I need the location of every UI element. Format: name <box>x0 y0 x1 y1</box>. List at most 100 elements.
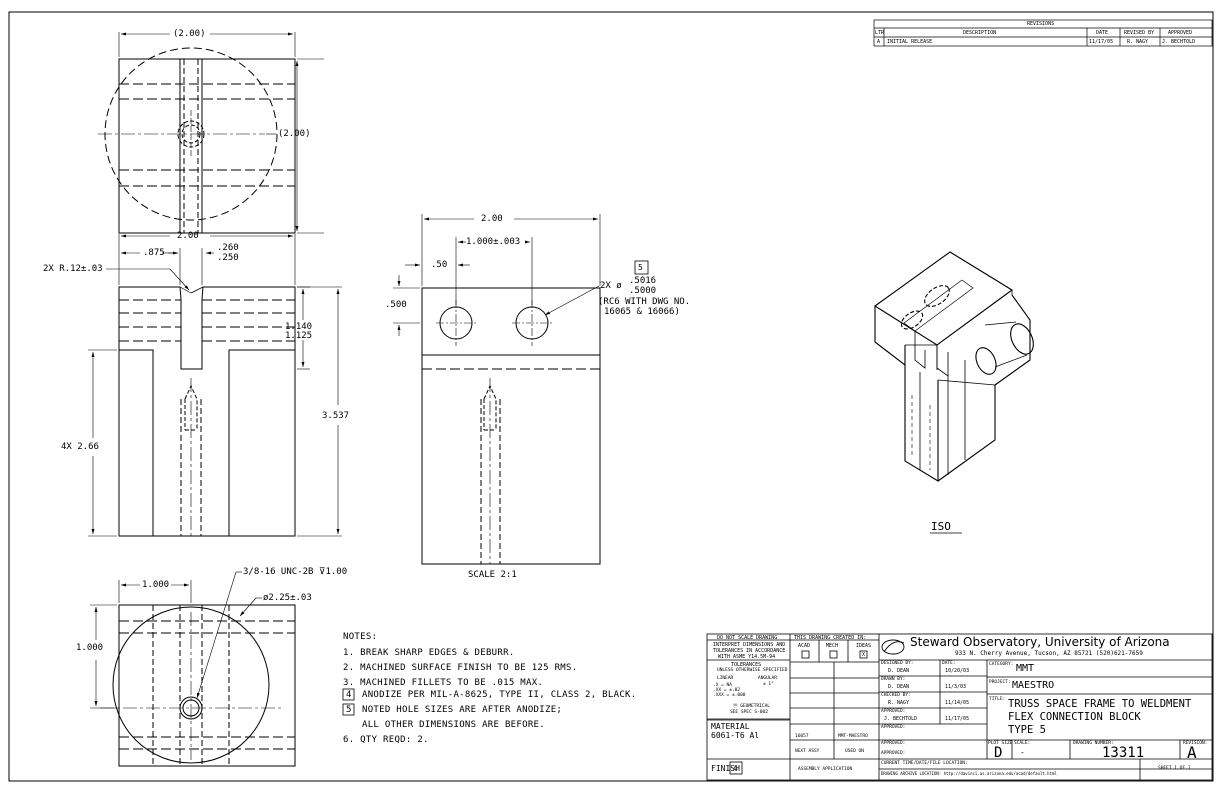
tb-acad: ACAD <box>798 643 811 649</box>
tb-mech: MECH <box>826 643 839 649</box>
tb-checked-label: CHECKED BY: <box>881 693 911 698</box>
tb-tol-angular-value: ± 1° <box>763 682 774 687</box>
tb-approved4-label: APPROVED: <box>881 751 906 756</box>
tb-created-in: THIS DRAWING CREATED IN: <box>794 635 867 641</box>
tb-interpret-1: INTERPRET DIMENSIONS AND <box>713 642 786 648</box>
tb-designed-by: D. DEAN <box>888 668 910 674</box>
revisions-table <box>873 19 1213 47</box>
tb-title-3: TYPE 5 <box>1008 724 1046 736</box>
rev-header-desc: DESCRIPTION <box>963 30 997 36</box>
dim-front-width: 2.00 <box>177 231 199 241</box>
dim-side-500: .500 <box>385 300 407 310</box>
dim-hole-lower: .5000 <box>629 286 657 296</box>
tb-tol-linear: LINEAR <box>717 676 734 681</box>
tb-used-on: USED ON <box>845 749 864 754</box>
title-block <box>706 633 1213 781</box>
tb-material-value: 6061-T6 Al <box>711 731 760 740</box>
rev-header-ltr: LTR <box>875 30 885 36</box>
tb-title-label: TITLE: <box>989 697 1006 702</box>
tb-checked-by: R. NAGY <box>888 700 910 706</box>
note-5-flag: 5 <box>346 705 352 715</box>
tb-assy-used: MMT-MAESTRO <box>838 734 868 739</box>
note-4-flag: 4 <box>346 690 352 700</box>
dim-bottom-1000-vertical: 1.000 <box>76 643 104 653</box>
tb-org: Steward Observatory, University of Arizo… <box>910 635 1170 649</box>
tb-designed-label: DESIGNED BY: <box>881 661 914 666</box>
dim-266: 4X 2.66 <box>61 442 99 452</box>
tb-plot-size-label: PLOT SIZE <box>988 741 1013 746</box>
tb-assembly-app: ASSEMBLY APPLICATION <box>798 767 853 772</box>
tb-approved-date: 11/17/05 <box>945 716 970 722</box>
bottom-view <box>90 571 296 767</box>
dim-slot-upper: .260 <box>217 243 239 253</box>
iso-view <box>874 251 1034 534</box>
tb-finish-label: FINISH <box>711 764 740 773</box>
side-view-scale: SCALE 2:1 <box>468 570 517 580</box>
rev-header-date: DATE <box>1096 30 1109 36</box>
dim-hole-note-1: (RC6 WITH DWG NO. <box>598 297 691 307</box>
dim-875: .875 <box>143 248 165 258</box>
note-1: 1. BREAK SHARP EDGES & DEBURR. <box>343 648 515 658</box>
tb-tol-sub: UNLESS OTHERWISE SPECIFIED <box>717 668 788 673</box>
dim-slot-lower: .250 <box>217 253 239 263</box>
tb-date-label: DATE: <box>942 661 956 666</box>
tb-dwg-no-label: DRAWING NUMBER: <box>1073 741 1114 746</box>
top-view <box>98 32 324 234</box>
dim-hole-prefix: 2X ø <box>600 281 622 291</box>
tb-approved2-label: APPROVED: <box>881 725 906 730</box>
tb-checked-date: 11/14/05 <box>945 700 970 706</box>
rev-row-approved: J. BECHTOLD <box>1162 39 1196 45</box>
tb-archive: DRAWING ARCHIVE LOCATION: http://davinci… <box>881 771 1057 776</box>
tb-file-location: CURRENT TIME/DATE/FILE LOCATION: <box>881 761 968 766</box>
tb-drawn-date: 11/3/03 <box>945 684 967 690</box>
tb-designed-date: 10/20/03 <box>945 668 970 674</box>
tb-tol-x: .X = NA <box>713 683 732 688</box>
tb-ideas: IDEAS <box>856 643 872 649</box>
tb-category: MMT <box>1016 663 1035 674</box>
dim-side-spacing: 1.000±.003 <box>466 237 521 247</box>
tb-rev-label: REVISION: <box>1183 741 1208 746</box>
note-2: 2. MACHINED SURFACE FINISH TO BE 125 RMS… <box>343 663 578 673</box>
tb-tol-xxx: .XXX = ±.008 <box>713 693 746 698</box>
tb-next-assy: NEXT ASSY <box>795 749 820 754</box>
front-view <box>88 234 342 537</box>
tb-rev: A <box>1187 743 1197 762</box>
tb-material-label: MATERIAL <box>711 722 750 731</box>
note-4: ANODIZE PER MIL-A-8625, TYPE II, CLASS 2… <box>362 690 637 700</box>
tb-plot-size: D <box>994 745 1003 761</box>
tb-tol-xx: .XX = ±.02 <box>713 688 741 693</box>
dim-bottom-1000-horizontal: 1.000 <box>142 580 170 590</box>
note-3: 3. MACHINED FILLETS TO BE .015 MAX. <box>343 678 544 688</box>
tb-sheet: SHEET 1 OF 1 <box>1158 766 1191 771</box>
dim-1125: 1.125 <box>285 331 313 341</box>
note-5: NOTED HOLE SIZES ARE AFTER ANODIZE; <box>362 705 563 715</box>
tb-dwg-no: 13311 <box>1102 745 1145 761</box>
notes-title: NOTES: <box>343 632 378 642</box>
tb-drawn-by: D. DEAN <box>888 684 910 690</box>
tb-title-1: TRUSS SPACE FRAME TO WELDMENT <box>1008 698 1192 710</box>
dim-side-50: .50 <box>431 260 448 270</box>
rev-row-desc: INITIAL RELEASE <box>887 39 933 45</box>
tb-tol-geometrical: ⓜ GEOMETRICAL <box>733 704 771 709</box>
revisions-title: REVISIONS <box>1027 21 1055 27</box>
tb-approved-by: J. BECHTOLD <box>884 716 918 722</box>
tb-interpret-3: WITH ASME Y14.5M-94 <box>718 654 776 660</box>
side-view <box>393 214 601 565</box>
tb-assy-no: 16057 <box>795 734 809 739</box>
tb-tol-title: TOLERANCES <box>731 662 762 668</box>
tb-approved3-label: APPROVED: <box>881 741 906 746</box>
tb-project-label: PROJECT: <box>989 680 1011 685</box>
rev-row-revised: R. NAGY <box>1127 39 1149 45</box>
tb-tol-angular: ANGULAR <box>758 676 777 681</box>
tb-do-not-scale: DO NOT SCALE DRAWING <box>717 635 778 641</box>
iso-label: ISO <box>931 520 951 533</box>
tb-scale-value: - <box>1020 748 1025 757</box>
note-6: 6. QTY REQD: 2. <box>343 735 429 745</box>
dim-1140: 1.140 <box>285 322 313 332</box>
rev-row-date: 11/17/05 <box>1089 39 1114 45</box>
dim-hole-flag: 5 <box>638 263 643 272</box>
tb-approved-label: APPROVED: <box>881 709 906 714</box>
tb-tol-spec: SEE SPEC S-002 <box>730 710 768 715</box>
tb-scale-label: SCALE: <box>1014 741 1031 746</box>
